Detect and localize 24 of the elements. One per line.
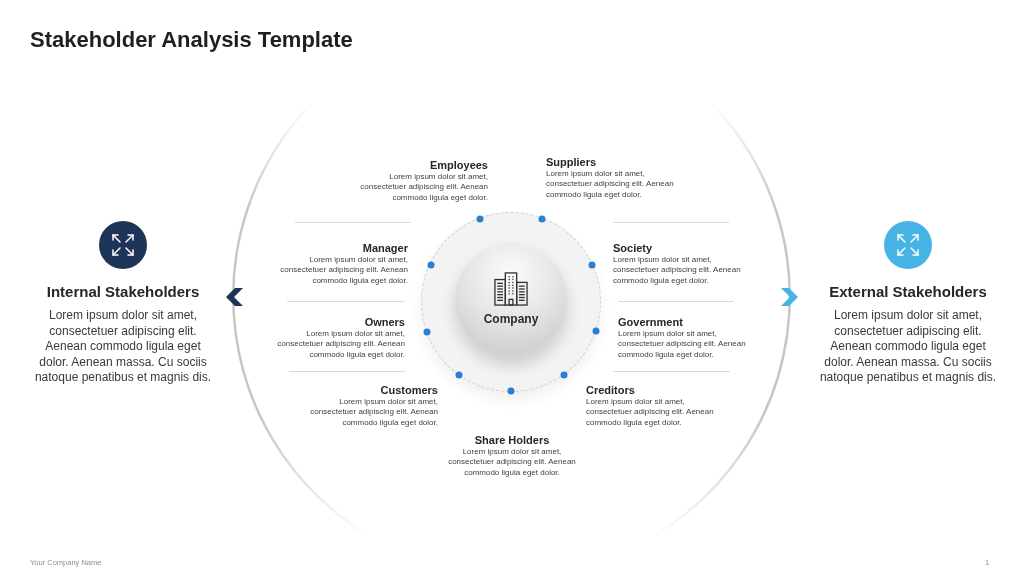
heading: External Stakeholders <box>828 282 988 302</box>
body-text: Lorem ipsum dolor sit amet, consectetuer adipiscing elit. Aenean commodo ligula eget dolor. Aenean massa. Cu sociis natoque penatibus et magnis dis. <box>34 308 212 386</box>
heading: Manager <box>361 241 408 255</box>
body-text: Lorem ipsum dolor sit amet, consectetuer adipiscing elit. Aenean commodo ligula eget dolor. <box>586 397 715 428</box>
body-text: Lorem ipsum dolor sit amet, consectetuer adipiscing elit. Aenean commodo ligula eget dolor. <box>279 255 408 286</box>
body-text: Lorem ipsum dolor sit amet, consectetuer adipiscing elit. Aenean commodo ligula eget dolor. <box>546 169 675 200</box>
heading: Share Holders <box>473 433 551 447</box>
heading: Government <box>618 315 684 329</box>
body-text: Lorem ipsum dolor sit amet, consectetuer adipiscing elit. Aenean commodo ligula eget dolor. <box>359 172 488 203</box>
heading: Customers <box>379 383 438 397</box>
heading: Internal Stakeholders <box>45 282 201 302</box>
page-title: Stakeholder Analysis Template <box>30 26 353 54</box>
node-label: Company <box>483 312 539 326</box>
body-text: Lorem ipsum dolor sit amet, consectetuer adipiscing elit. Aenean commodo ligula eget dolor. <box>618 329 747 360</box>
body-text: Lorem ipsum dolor sit amet, consectetuer adipiscing elit. Aenean commodo ligula eget dolor. <box>613 255 742 286</box>
body-text: Lorem ipsum dolor sit amet, consectetuer adipiscing elit. Aenean commodo ligula eget dolor. <box>447 447 577 478</box>
heading: Creditors <box>586 383 636 397</box>
heading: Suppliers <box>546 155 598 169</box>
heading: Owners <box>363 315 405 329</box>
heading: Society <box>613 241 654 255</box>
body-text: Lorem ipsum dolor sit amet, consectetuer adipiscing elit. Aenean commodo ligula eget dolor. <box>276 329 405 360</box>
body-text: Lorem ipsum dolor sit amet, consectetuer adipiscing elit. Aenean commodo ligula eget dolor. <box>309 397 438 428</box>
heading: Employees <box>428 158 488 172</box>
body-text: Lorem ipsum dolor sit amet, consectetuer adipiscing elit. Aenean commodo ligula eget dolor. Aenean massa. Cu sociis natoque penatibus et magnis dis. <box>819 308 997 386</box>
